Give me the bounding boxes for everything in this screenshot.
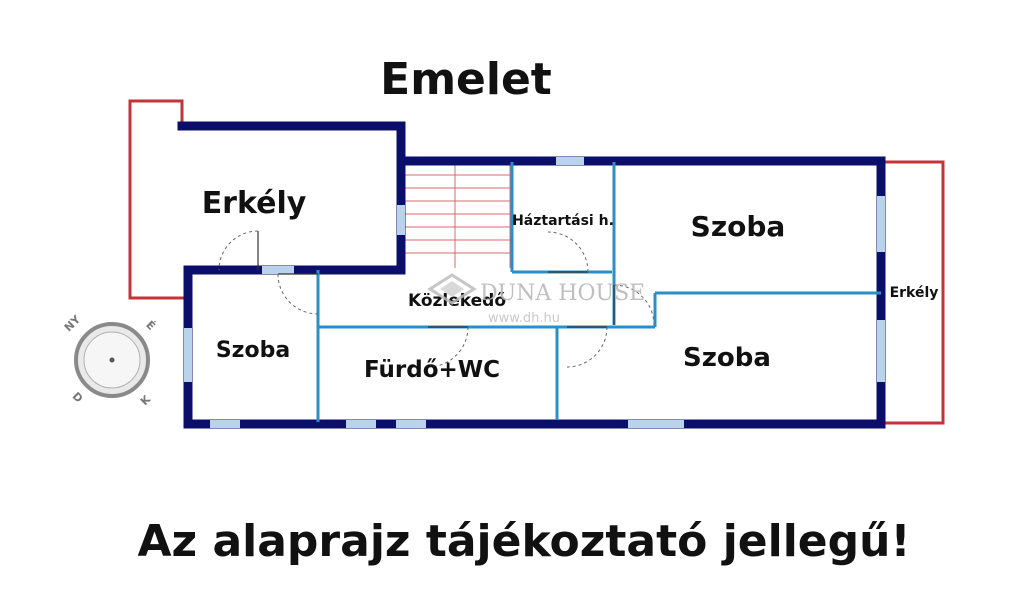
compass-north: É	[143, 318, 158, 333]
watermark-url: www.dh.hu	[488, 311, 560, 326]
compass-icon: NY É D K	[62, 312, 158, 408]
watermark-brand: DUNA HOUSE	[480, 281, 645, 306]
compass-south: D	[70, 390, 86, 406]
room-label-szoba-left: Szoba	[216, 338, 290, 363]
duna-house-logo-icon	[427, 273, 477, 305]
room-label-szoba-bottom-right: Szoba	[683, 343, 771, 373]
floor-title: Emelet	[380, 54, 552, 105]
windows	[184, 157, 885, 428]
room-label-haztartasi: Háztartási h.	[512, 213, 614, 229]
room-label-erkely-right: Erkély	[890, 285, 939, 301]
watermark: DUNA HOUSE www.dh.hu	[427, 273, 645, 326]
doors	[218, 230, 655, 368]
disclaimer-text: Az alaprajz tájékoztató jellegű!	[137, 516, 910, 567]
room-label-furdo-wc: Fürdő+WC	[364, 357, 500, 383]
balcony-left-outline	[128, 99, 186, 300]
room-label-erkely-left: Erkély	[202, 186, 307, 221]
compass-east: K	[138, 393, 154, 409]
balcony-right-outline	[884, 160, 945, 425]
room-label-szoba-top-right: Szoba	[691, 210, 786, 243]
outer-walls	[177, 121, 886, 429]
compass-west: NY	[62, 312, 84, 334]
staircase	[404, 164, 511, 268]
